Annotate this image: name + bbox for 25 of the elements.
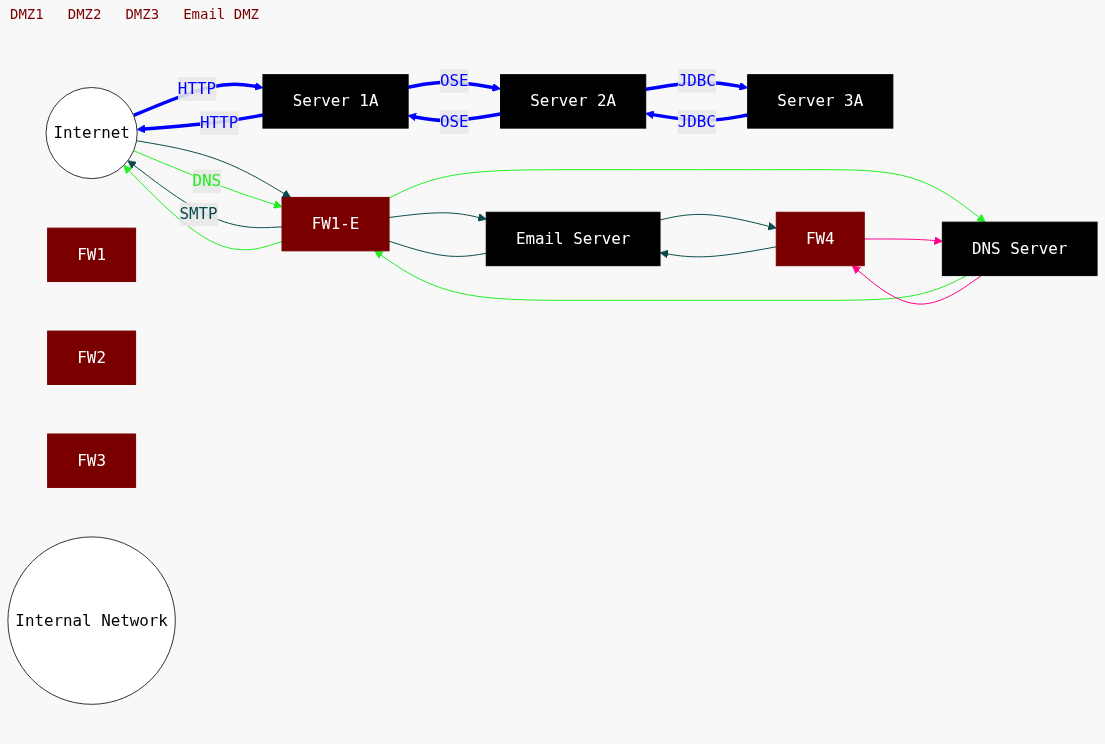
edge-label: JDBC [677,70,716,90]
node-box: DNS Server [941,221,1098,276]
node-box: FW3 [47,433,137,488]
zone-label: DMZ1 [10,6,44,22]
edge-label: OSE [439,111,469,131]
node-box: Email Server [485,211,661,267]
node-box: FW1-E [281,196,390,252]
node-box: Server 3A [747,74,894,129]
zone-label: DMZ2 [67,6,102,22]
node-circle: Internet [45,86,138,179]
node-box: Server 2A [500,74,647,129]
edge-label: SMTP [179,204,218,224]
connector [388,240,487,257]
edge-label: JDBC [677,111,716,131]
edge-label: OSE [439,70,469,90]
edge-label: HTTP [177,78,216,98]
node-box: FW2 [47,330,137,385]
zone-label: Email DMZ [183,6,259,22]
node-box: FW4 [775,211,865,267]
edge-label: DNS [192,171,222,191]
edge-label: HTTP [200,113,239,132]
zone-label: DMZ3 [125,6,160,22]
node-box: Server 1A [262,74,409,129]
node-circle: Internal Network [7,536,176,705]
node-box: FW1 [47,227,137,282]
